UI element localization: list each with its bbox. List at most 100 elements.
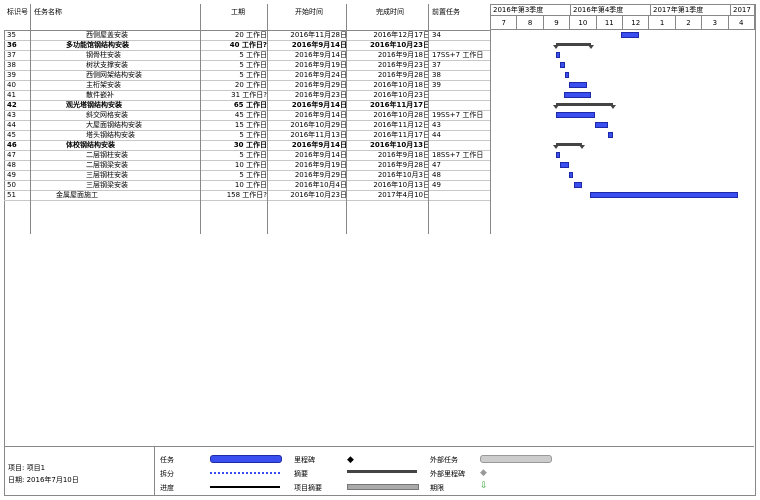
task-finish: 2016年10月28日: [373, 111, 430, 119]
task-start: 2016年9月14日: [294, 51, 347, 59]
header-finish[interactable]: 完成时间: [376, 8, 404, 16]
header-start[interactable]: 开始时间: [295, 8, 323, 16]
task-duration: 15 工作日: [234, 121, 267, 129]
task-duration: 45 工作日: [234, 111, 267, 119]
summary-end-marker: [579, 145, 586, 149]
task-bar[interactable]: [590, 192, 738, 198]
task-predecessors: 39: [432, 81, 441, 89]
legend: 项目: 项目1 日期: 2016年7月10日 任务 拆分 进度 里程碑 ◆ 摘要…: [4, 446, 754, 495]
task-id: 51: [7, 191, 16, 199]
legend-external-milestone: 外部里程碑: [430, 470, 465, 478]
task-bar[interactable]: [569, 82, 587, 88]
task-bar[interactable]: [621, 32, 639, 38]
task-bar[interactable]: [560, 162, 570, 168]
task-predecessors: 37: [432, 61, 441, 69]
month-header: 7: [491, 16, 518, 30]
header-predecessors[interactable]: 前置任务: [432, 8, 460, 16]
task-name: 体校钢结构安装: [66, 141, 115, 149]
month-header: 11: [596, 16, 623, 30]
summary-bar[interactable]: [556, 43, 591, 46]
task-bar[interactable]: [595, 122, 609, 128]
month-header: 2: [675, 16, 703, 30]
summary-end-marker: [553, 45, 560, 49]
task-duration: 5 工作日: [239, 71, 267, 79]
task-bar[interactable]: [556, 52, 561, 58]
legend-split: 拆分: [160, 470, 174, 478]
month-header: 10: [570, 16, 597, 30]
task-bar[interactable]: [556, 112, 596, 118]
header-name[interactable]: 任务名称: [34, 8, 62, 16]
legend-task: 任务: [160, 456, 174, 464]
legend-project-summary: 项目摘要: [294, 484, 322, 492]
task-bar[interactable]: [569, 172, 574, 178]
task-predecessors: 38: [432, 71, 441, 79]
task-id: 50: [7, 181, 16, 189]
task-finish: 2016年9月18日: [377, 151, 430, 159]
progress-line-icon: [210, 486, 280, 488]
month-header: 9: [543, 16, 571, 30]
task-duration: 20 工作日: [234, 81, 267, 89]
task-id: 49: [7, 171, 16, 179]
split-line-icon: [210, 472, 280, 476]
legend-external-tasks: 外部任务: [430, 456, 458, 464]
task-predecessors: 43: [432, 121, 441, 129]
summary-bar[interactable]: [556, 143, 583, 146]
task-start: 2016年9月14日: [291, 101, 347, 109]
table-header: 标识号 任务名称 工期 开始时间 完成时间 前置任务: [4, 4, 490, 31]
deadline-arrow-icon: ⇩: [480, 481, 488, 491]
task-duration: 5 工作日: [239, 51, 267, 59]
header-duration[interactable]: 工期: [231, 8, 245, 16]
header-id[interactable]: 标识号: [7, 8, 28, 16]
summary-end-marker: [609, 105, 616, 109]
task-id: 46: [7, 141, 17, 149]
task-id: 47: [7, 151, 16, 159]
task-name: 西侧网架结构安装: [86, 71, 142, 79]
task-id: 38: [7, 61, 16, 69]
task-name: 二层钢梁安装: [86, 161, 128, 169]
task-bar[interactable]: [564, 72, 570, 78]
quarter-header: 2017: [731, 4, 755, 16]
task-predecessors: 48: [432, 171, 441, 179]
task-start: 2016年10月4日: [294, 181, 347, 189]
task-id: 43: [7, 111, 16, 119]
task-bar[interactable]: [563, 92, 591, 98]
task-duration: 5 工作日: [239, 171, 267, 179]
task-id: 41: [7, 91, 16, 99]
task-id: 42: [7, 101, 17, 109]
task-bar[interactable]: [573, 182, 583, 188]
month-header: 1: [649, 16, 676, 30]
task-finish: 2017年4月10日: [377, 191, 430, 199]
task-name: 主桁架安装: [86, 81, 121, 89]
task-start: 2016年10月23日: [290, 191, 347, 199]
task-name: 钢骨柱安装: [86, 51, 121, 59]
task-bar[interactable]: [556, 152, 561, 158]
task-duration: 31 工作日?: [231, 91, 267, 99]
summary-end-marker: [553, 145, 560, 149]
task-bar[interactable]: [560, 62, 565, 68]
task-name: 树状支撑安装: [86, 61, 128, 69]
summary-bar[interactable]: [556, 103, 613, 106]
task-duration: 5 工作日: [239, 61, 267, 69]
legend-milestone: 里程碑: [294, 456, 315, 464]
quarter-header: 2017年第1季度: [651, 4, 731, 16]
task-bar[interactable]: [608, 132, 613, 138]
task-start: 2016年10月29日: [290, 121, 347, 129]
task-finish: 2016年11月17日: [373, 131, 430, 139]
